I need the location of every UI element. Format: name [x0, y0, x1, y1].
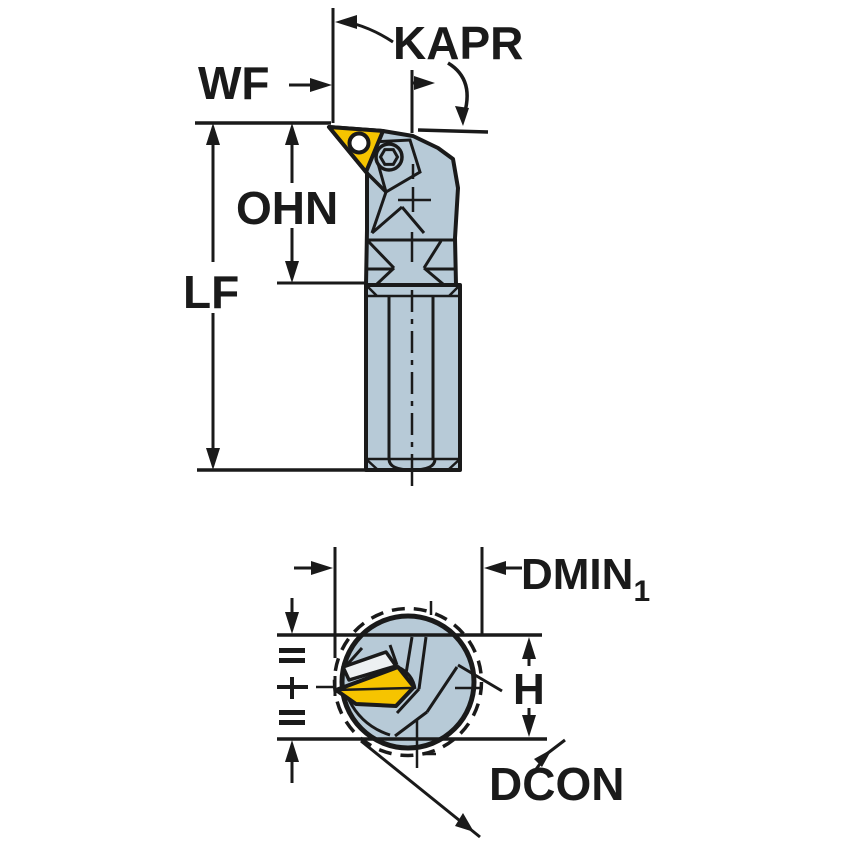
clamp-screw-hex-socket: [378, 148, 400, 166]
dcon-tangent-line-upper: [457, 663, 503, 693]
shank-facet-lines: [387, 296, 435, 459]
insert-hole: [347, 131, 371, 155]
dcon-leader-line: [532, 756, 547, 773]
cutting-insert-end: [334, 665, 416, 708]
shank-end-cap-curve: [387, 458, 437, 472]
insert-pocket-outline: [370, 138, 422, 195]
tool-head-body: [327, 125, 460, 287]
label-kapr: KAPR: [393, 17, 523, 69]
ohn-bottom-arrowhead: [285, 261, 299, 283]
label-dmin: DMIN1: [521, 550, 650, 608]
kapr-leader-curve: [354, 22, 394, 44]
label-ohn: OHN: [236, 182, 338, 234]
equals-mark-top: [279, 648, 305, 663]
kapr-left-arrowhead: [335, 15, 357, 29]
label-h: H: [513, 665, 545, 714]
lf-bottom-arrowhead: [206, 448, 220, 470]
left-down-arrowhead: [285, 612, 299, 634]
label-dmin-subscript: 1: [633, 575, 650, 608]
screw-axis-centerline: [398, 164, 431, 262]
dmin-left-arrowhead: [311, 561, 333, 575]
cutting-edge-extension-line: [417, 128, 489, 134]
wf-second-arrowhead: [414, 76, 435, 90]
pocket-edge-line: [364, 170, 388, 194]
label-lf: LF: [183, 266, 239, 318]
dmin-right-arrowhead: [484, 561, 506, 575]
kapr-down-arrowhead: [455, 106, 469, 126]
label-dcon: DCON: [489, 758, 624, 810]
lf-top-arrowhead: [206, 123, 220, 145]
insert-facet-line: [335, 686, 412, 692]
center-plus-mark: [277, 677, 308, 699]
h-top-arrowhead: [522, 637, 536, 659]
equals-mark-bottom: [279, 710, 305, 725]
end-view: DMIN1 H DCON: [277, 547, 650, 839]
label-wf: WF: [198, 57, 270, 109]
ohn-top-arrowhead: [285, 123, 299, 145]
end-view-facet-lines: [343, 636, 459, 738]
wf-arrowhead: [310, 78, 332, 92]
h-bottom-arrowhead: [522, 715, 536, 737]
label-dmin-main: DMIN: [521, 550, 633, 599]
end-view-centerline-marks: [316, 601, 480, 768]
side-view: WF KAPR OHN LF: [183, 8, 523, 486]
left-up-arrowhead: [285, 740, 299, 762]
dcon-lower-arrowhead: [455, 813, 474, 832]
